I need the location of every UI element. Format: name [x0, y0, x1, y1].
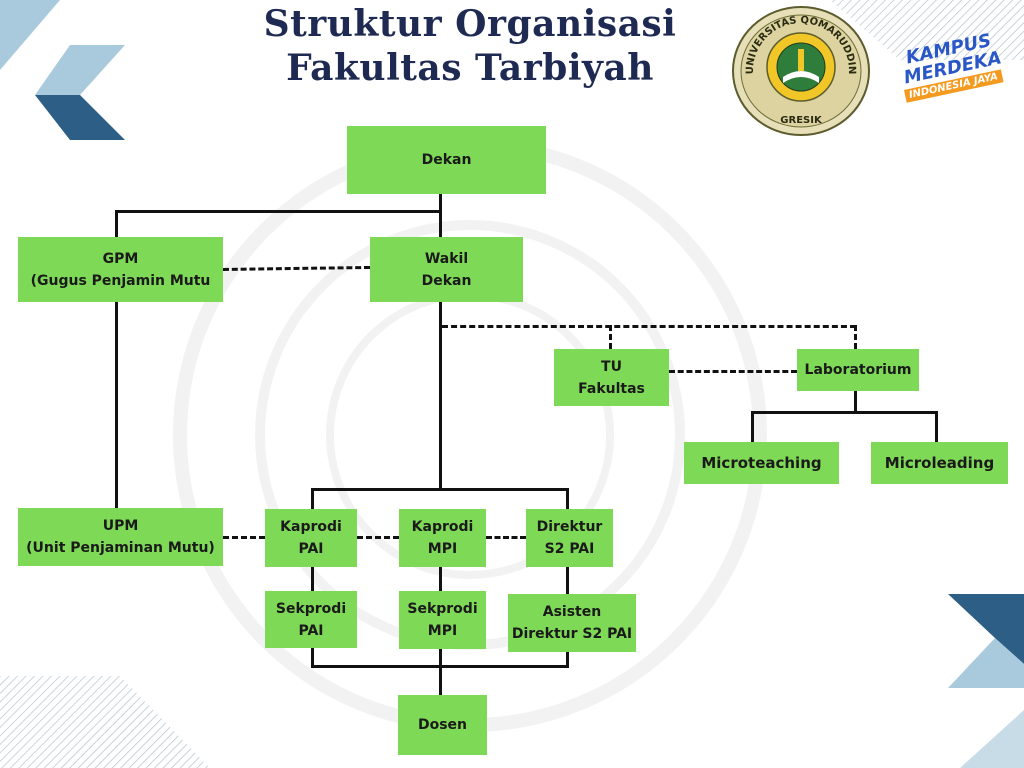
node-sekprodi-mpi: Sekprodi MPI	[399, 591, 486, 649]
node-kaprodi-pai-label-1: Kaprodi	[280, 519, 342, 535]
node-tu-label-1: TU	[601, 358, 622, 375]
node-microteaching: Microteaching	[684, 442, 839, 484]
node-lab-label: Laboratorium	[804, 362, 912, 378]
node-dekan: Dekan	[347, 126, 546, 194]
node-kaprodi-mpi-label-2: MPI	[427, 541, 458, 557]
node-gpm-label-1: GPM	[102, 250, 139, 267]
corner-decoration-bottom-right	[948, 594, 1024, 768]
node-kaprodi-mpi-label-1: Kaprodi	[411, 519, 474, 535]
connector-dekan-down	[439, 193, 442, 213]
node-sekprodi-pai-label-2: PAI	[298, 622, 324, 639]
node-laboratorium: Laboratorium	[797, 349, 919, 391]
node-tu-fakultas: TU Fakultas	[554, 349, 669, 406]
node-sekprodi-mpi-label-2: MPI	[427, 623, 458, 639]
node-microleading-label: Microleading	[884, 454, 995, 472]
node-kaprodi-pai-label-2: PAI	[298, 541, 324, 557]
node-direktur-label-1: Direktur	[536, 519, 603, 535]
connector-to-wakil	[439, 210, 442, 238]
node-asisten-label-2: Direktur S2 PAI	[511, 626, 633, 642]
node-kaprodi-pai: Kaprodi PAI	[265, 509, 357, 567]
connector-gpm-upm	[115, 302, 118, 510]
node-direktur-s2-pai: Direktur S2 PAI	[526, 509, 613, 567]
node-microteaching-label: Microteaching	[701, 454, 822, 472]
svg-text:GRESIK: GRESIK	[780, 115, 823, 126]
title-line-1: Struktur Organisasi	[263, 3, 677, 45]
corner-stripes-top-right	[830, 0, 1024, 60]
connector-lab-bar	[751, 411, 938, 414]
page-title: Struktur Organisasi Fakultas Tarbiyah	[200, 2, 740, 90]
dashed-upm-kaprodi	[223, 536, 265, 539]
node-dosen-label: Dosen	[417, 717, 468, 733]
node-dekan-label: Dekan	[421, 152, 472, 168]
dashed-to-tu	[609, 325, 612, 349]
university-seal-icon: UNIVERSITAS QOMARUDDIN GRESIK	[732, 6, 870, 136]
node-sekprodi-pai-label-1: Sekprodi	[275, 600, 347, 617]
connector-sekprodi-pai-down	[311, 647, 314, 668]
dashed-tu-lab	[669, 370, 797, 373]
title-line-2: Fakultas Tarbiyah	[286, 47, 654, 89]
node-upm: UPM (Unit Penjaminan Mutu)	[18, 508, 223, 566]
connector-asisten-down	[566, 651, 569, 668]
node-upm-label-1: UPM	[102, 518, 139, 534]
connector-to-microteaching	[751, 411, 754, 443]
connector-direktur-asisten	[566, 566, 569, 594]
node-upm-label-2: (Unit Penjaminan Mutu)	[26, 540, 215, 556]
connector-wakil-main	[439, 301, 442, 491]
dashed-kaprodi-mpi-direktur	[486, 536, 526, 539]
connector-to-microleading	[935, 411, 938, 443]
kampus-merdeka-logo: KAMPUS MERDEKA INDONESIA JAYA	[898, 30, 1003, 118]
connector-mpi-sekprodi	[439, 566, 442, 592]
node-tu-label-2: Fakultas	[578, 380, 645, 397]
connector-pai-sekprodi	[311, 566, 314, 592]
connector-to-direktur	[566, 488, 569, 510]
connector-sekprodi-mpi-to-dosen	[439, 648, 442, 696]
node-sekprodi-pai: Sekprodi PAI	[265, 591, 357, 648]
connector-top-bar	[115, 210, 442, 213]
corner-stripes-bottom-left	[0, 676, 210, 768]
connector-prodi-bar	[311, 488, 569, 491]
dashed-wakil-to-units	[442, 325, 856, 328]
node-wakil-label-1: Wakil	[424, 250, 469, 267]
node-gpm: GPM (Gugus Penjamin Mutu	[18, 237, 223, 302]
dashed-to-lab	[854, 325, 857, 349]
node-wakil-dekan: Wakil Dekan	[370, 237, 523, 302]
node-asisten-label-1: Asisten	[542, 604, 602, 620]
node-asisten-direktur: Asisten Direktur S2 PAI	[508, 594, 636, 652]
dashed-kaprodi-pai-mpi	[357, 536, 399, 539]
node-wakil-label-2: Dekan	[421, 272, 472, 289]
connector-to-kaprodi-pai	[311, 488, 314, 510]
node-sekprodi-mpi-label-1: Sekprodi	[407, 601, 478, 617]
connector-to-gpm	[115, 210, 118, 238]
connector-lab-down	[854, 390, 857, 414]
node-gpm-label-2: (Gugus Penjamin Mutu	[30, 272, 211, 289]
corner-decoration-top-left	[0, 0, 125, 140]
node-dosen: Dosen	[398, 695, 487, 755]
node-microleading: Microleading	[871, 442, 1008, 484]
node-kaprodi-mpi: Kaprodi MPI	[399, 509, 486, 567]
node-direktur-label-2: S2 PAI	[544, 541, 595, 557]
